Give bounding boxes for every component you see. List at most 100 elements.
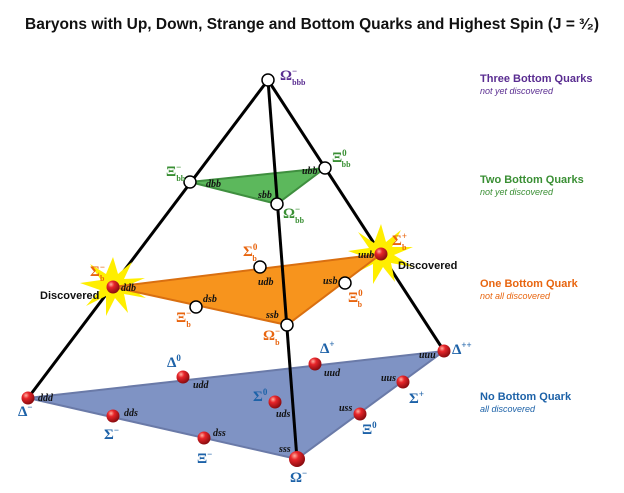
quark-content: udd: [193, 380, 210, 391]
discovered-particle-node: [374, 247, 388, 261]
particle-symbol: Δ−: [18, 402, 33, 420]
edge-center: [266, 79, 299, 460]
discovered-particle-node: [437, 344, 451, 358]
particle-ddb: Σ−b ddb: [90, 262, 136, 294]
particle-symbol: Σ0: [253, 387, 268, 405]
quark-content: sss: [278, 444, 291, 455]
one-bottom-plane: [112, 252, 385, 327]
particle-ddd: Δ− ddd: [18, 391, 54, 420]
legend-status: not yet discovered: [480, 187, 554, 197]
undiscovered-particle-node: [261, 73, 275, 87]
quark-content: uds: [276, 409, 291, 420]
diagram-title: Baryons with Up, Down, Strange and Botto…: [25, 16, 599, 33]
particle-uus: Σ+ uus: [381, 373, 424, 407]
quark-content: dsb: [203, 294, 217, 305]
discovered-particle-node: [353, 407, 367, 421]
edge-right: [266, 79, 446, 352]
edge-left: [26, 79, 270, 399]
particle-symbol: Ξ0: [362, 420, 377, 438]
particle-sss: Ω− sss: [278, 444, 307, 486]
legend-heading: Two Bottom Quarks: [480, 174, 584, 186]
quark-content: uss: [339, 403, 352, 414]
particle-symbol: Σ+: [409, 389, 424, 407]
particle-symbol: Σ+b: [392, 231, 407, 252]
discovered-particle-node: [106, 280, 120, 294]
discovered-particle-node: [197, 431, 211, 445]
discovered-particle-node: [268, 395, 282, 409]
particle-symbol: Ω−: [290, 468, 307, 486]
particle-symbol: Δ+: [320, 339, 335, 357]
particle-symbol: Ξ−b: [176, 308, 191, 329]
particle-symbol: Ξ−bb: [166, 162, 186, 183]
discovered-particle-node: [176, 370, 190, 384]
quark-content: ubb: [302, 166, 318, 177]
two-bottom-plane: [189, 166, 329, 206]
particle-uuu: Δ++ uuu: [419, 340, 472, 361]
quark-content: dds: [124, 408, 138, 419]
particle-udd: Δ0 udd: [167, 353, 210, 391]
particle-dsb: Ξ−b dsb: [176, 294, 217, 329]
undiscovered-particle-node: [280, 318, 294, 332]
legend-status: not all discovered: [480, 291, 551, 301]
undiscovered-particle-node: [270, 197, 284, 211]
undiscovered-particle-node: [253, 260, 267, 274]
particle-dds: Σ− dds: [104, 408, 138, 443]
particle-dss: Ξ−dss: [197, 428, 226, 467]
particle-uds: Σ0 uds: [253, 387, 291, 420]
particle-symbol: Ξ−: [197, 449, 212, 467]
particle-ssb: Ω−b ssb: [263, 310, 294, 347]
quark-content: uus: [381, 373, 396, 384]
legend-heading: One Bottom Quark: [480, 278, 579, 290]
undiscovered-particle-node: [189, 300, 203, 314]
particle-uud: Δ+ uud: [308, 339, 341, 379]
particle-uss: Ξ0 uss: [339, 403, 377, 438]
legend-heading: Three Bottom Quarks: [480, 73, 592, 85]
quark-content: ssb: [265, 310, 279, 321]
discovered-particle-node: [21, 391, 35, 405]
undiscovered-particle-node: [183, 175, 197, 189]
quark-content: ddb: [121, 283, 136, 294]
particle-symbol: Ω−b: [263, 326, 280, 347]
discovered-particle-node: [106, 409, 120, 423]
particle-symbol: Σ−b: [90, 262, 105, 283]
particle-sbb: Ω−bb sbb: [257, 190, 305, 225]
undiscovered-particle-node: [318, 161, 332, 175]
quark-content: ddd: [38, 393, 54, 404]
quark-content: dss: [213, 428, 226, 439]
quark-content: udb: [258, 277, 274, 288]
discovered-particle-node: [308, 357, 322, 371]
quark-content: uud: [324, 368, 341, 379]
particle-symbol: Ω−bbb: [280, 66, 306, 87]
discovered-particle-node: [396, 375, 410, 389]
particle-uub: Σ+b uub: [358, 231, 407, 261]
legend-status: not yet discovered: [480, 86, 554, 96]
quark-content: usb: [323, 276, 337, 287]
quark-content: uub: [358, 250, 374, 261]
discovered-label: Discovered: [398, 260, 457, 272]
particle-dbb: Ξ−bb dbb: [166, 162, 221, 190]
quark-content: sbb: [257, 190, 272, 201]
particle-symbol: Δ++: [452, 340, 472, 358]
no-bottom-plane: [27, 349, 448, 461]
particle-symbol: Δ0: [167, 353, 181, 371]
legend-heading: No Bottom Quark: [480, 391, 572, 403]
discovered-label: Discovered: [40, 290, 99, 302]
quark-content: dbb: [206, 179, 221, 190]
particle-symbol: Ω−bb: [283, 204, 305, 225]
undiscovered-particle-node: [338, 276, 352, 290]
quark-content: uuu: [419, 350, 436, 361]
legend-status: all discovered: [480, 404, 536, 414]
discovered-particle-node: [289, 451, 305, 467]
particle-symbol: Σ−: [104, 425, 119, 443]
